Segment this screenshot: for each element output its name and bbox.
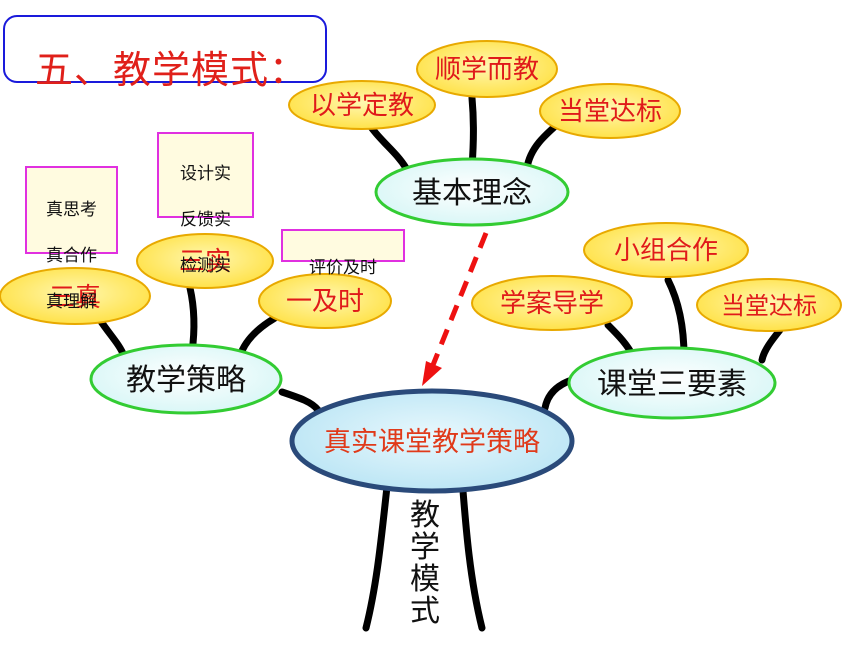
leaf-label: 小组合作 <box>614 236 718 266</box>
page-title: 五、教学模式： <box>35 48 309 92</box>
hub-node-classroom <box>567 346 777 420</box>
title-box: 五、教学模式： <box>3 15 327 92</box>
note-line: 真合作 <box>46 246 97 266</box>
leaf-label: 当堂达标 <box>721 292 817 320</box>
leaf-label: 三实 <box>179 247 231 277</box>
trunk-label: 教 学 模 式 <box>405 500 445 628</box>
branch-class-3 <box>758 326 784 364</box>
trunk-right <box>458 474 486 632</box>
trunk-char: 教 <box>410 498 440 533</box>
leaf-node <box>136 233 274 289</box>
branch-strategy-3 <box>236 314 279 360</box>
hub-node-basic-concept <box>374 157 570 227</box>
trunk-left <box>362 474 392 632</box>
leaf-label: 以学定教 <box>310 91 414 121</box>
hub-label: 课堂三要素 <box>597 367 747 402</box>
branch-concept-3 <box>523 118 564 172</box>
branch-strategy-center <box>278 388 322 414</box>
leaf-label: 学案导学 <box>500 289 604 319</box>
note-line: 真思考 <box>46 200 97 220</box>
note-zhen: 真思考 真合作 真理解 <box>25 166 118 312</box>
leaf-node <box>471 275 633 331</box>
branch-concept-2 <box>468 94 477 170</box>
center-node <box>289 388 575 494</box>
hub-node-strategy <box>89 343 283 415</box>
leaf-label: 一及时 <box>286 287 364 317</box>
hub-label: 教学策略 <box>126 363 246 398</box>
leaf-node <box>539 83 681 139</box>
note-line: 设计实 <box>180 164 231 184</box>
note-shi: 设计实 反馈实 检测实 <box>157 132 254 276</box>
branch-class-2 <box>664 276 688 360</box>
note-line: 真理解 <box>46 292 97 312</box>
note-line: 反馈实 <box>180 210 231 230</box>
note-line: 检测实 <box>180 256 231 276</box>
note-jishi: 评价及时 <box>281 229 405 278</box>
trunk-char: 模 <box>410 562 440 597</box>
leaf-node <box>416 40 558 98</box>
leaf-node <box>696 278 842 332</box>
leaf-node <box>258 273 392 329</box>
leaf-label: 三真 <box>49 283 101 313</box>
center-label: 真实课堂教学策略 <box>324 427 540 458</box>
trunk-char: 学 <box>410 530 440 565</box>
note-line: 评价及时 <box>309 258 377 278</box>
trunk-char: 式 <box>410 594 440 629</box>
leaf-label: 顺学而教 <box>435 55 539 85</box>
leaf-node <box>0 267 151 325</box>
leaf-node <box>288 80 436 130</box>
hub-label: 基本理念 <box>412 176 532 211</box>
leaf-label: 当堂达标 <box>558 97 662 127</box>
arrow-head <box>422 361 442 386</box>
leaf-node <box>583 222 749 278</box>
